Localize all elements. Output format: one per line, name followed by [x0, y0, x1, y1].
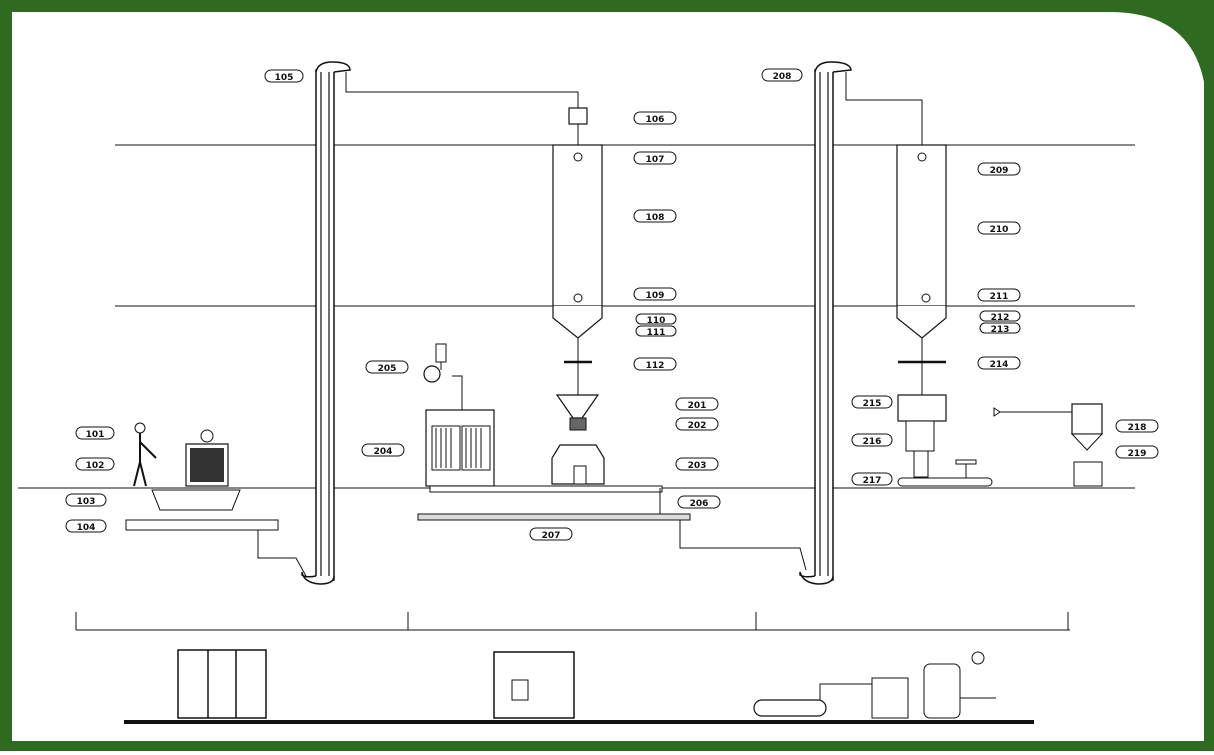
tag-213: 213: [979, 322, 1021, 335]
tag-105: 105: [264, 69, 304, 83]
tag-108: 108: [633, 209, 677, 223]
tag-207: 207: [529, 527, 573, 541]
tag-204: 204: [361, 443, 405, 457]
tag-text: 112: [646, 361, 665, 371]
tag-217: 217: [851, 472, 893, 486]
tag-102: 102: [75, 457, 115, 471]
tag-text: 109: [646, 291, 665, 301]
platform-conveyor: [417, 485, 691, 521]
tag-text: 208: [773, 72, 792, 82]
tag-text: 201: [688, 401, 707, 411]
tag-106: 106: [633, 111, 677, 125]
tag-text: 209: [990, 166, 1009, 176]
tag-text: 206: [690, 499, 709, 509]
tag-text: 202: [688, 421, 707, 431]
tag-text: 110: [647, 316, 666, 326]
tag-218: 218: [1115, 419, 1159, 433]
tag-206: 206: [677, 495, 721, 509]
tag-text: 107: [646, 155, 665, 165]
dust-collector: [423, 343, 495, 487]
tag-210: 210: [977, 221, 1021, 235]
tag-text: 210: [990, 225, 1009, 235]
tag-text: 205: [378, 364, 397, 374]
tag-208: 208: [761, 68, 803, 82]
bottom-equipment: [177, 649, 996, 719]
tag-209: 209: [977, 162, 1021, 176]
tag-107: 107: [633, 151, 677, 165]
tag-203: 203: [675, 457, 719, 471]
tag-text: 105: [275, 73, 294, 83]
tag-text: 108: [646, 213, 665, 223]
tag-text: 103: [77, 497, 96, 507]
tag-text: 213: [991, 325, 1010, 335]
tag-text: 102: [86, 461, 105, 471]
elevator-left: [301, 61, 351, 585]
tag-103: 103: [65, 493, 107, 507]
tag-text: 111: [647, 328, 666, 338]
elevator-right: [799, 61, 852, 585]
tag-text: 218: [1128, 423, 1147, 433]
section-bracket: [75, 612, 1070, 724]
tag-205: 205: [365, 360, 409, 374]
tag-text: 207: [542, 531, 561, 541]
tag-219: 219: [1115, 445, 1159, 459]
tag-text: 101: [86, 430, 105, 440]
tag-text: 104: [77, 523, 96, 533]
tag-text: 215: [863, 399, 882, 409]
silo-left: [552, 107, 603, 395]
packing-line: [897, 394, 1104, 487]
tag-214: 214: [977, 356, 1021, 370]
tag-215: 215: [851, 395, 893, 409]
tag-216: 216: [851, 433, 893, 447]
tag-text: 219: [1128, 449, 1147, 459]
silo-right: [896, 144, 947, 395]
tag-201: 201: [675, 397, 719, 411]
tag-211: 211: [977, 288, 1021, 302]
tag-text: 212: [991, 313, 1010, 323]
tag-text: 211: [990, 292, 1009, 302]
tag-text: 106: [646, 115, 665, 125]
tag-text: 216: [863, 437, 882, 447]
tag-110: 110: [635, 313, 677, 326]
tag-text: 204: [374, 447, 393, 457]
tag-212: 212: [979, 310, 1021, 323]
tag-text: 214: [990, 360, 1009, 370]
tag-104: 104: [65, 519, 107, 533]
tag-111: 111: [635, 325, 677, 338]
pipes: [244, 72, 923, 577]
mill-unit: [551, 394, 605, 485]
tag-112: 112: [633, 357, 677, 371]
tag-text: 217: [863, 476, 882, 486]
intake-area: [125, 422, 279, 531]
tag-109: 109: [633, 287, 677, 301]
tag-202: 202: [675, 417, 719, 431]
tag-text: 203: [688, 461, 707, 471]
tag-101: 101: [75, 426, 115, 440]
